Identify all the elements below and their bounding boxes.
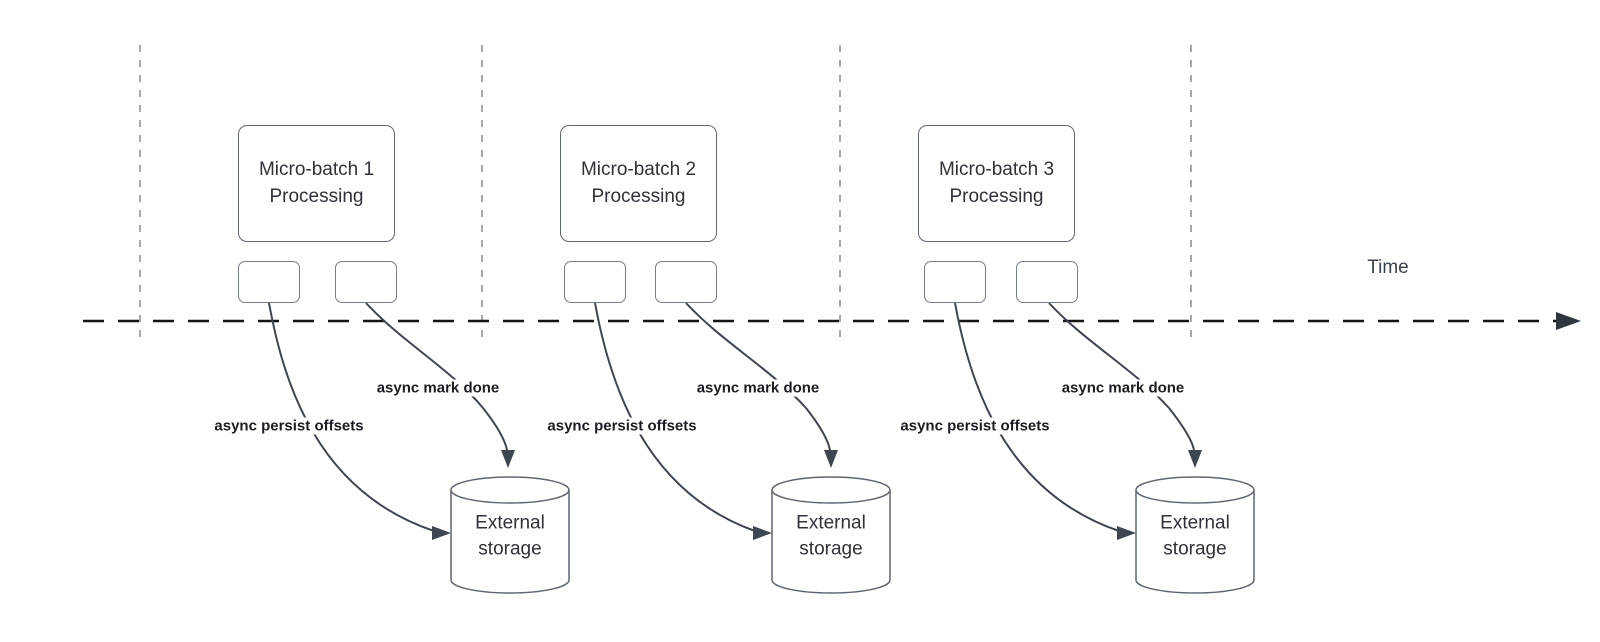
persist-offsets-label-2: async persist offsets bbox=[544, 417, 700, 435]
micro-batch-2-box: Micro-batch 2 Processing bbox=[560, 125, 717, 242]
persist-offsets-label-3: async persist offsets bbox=[897, 417, 1053, 435]
mark-done-arrow-2 bbox=[685, 302, 831, 451]
micro-batch-2-done-task-box bbox=[655, 261, 717, 303]
storage-cylinder-2 bbox=[771, 476, 891, 594]
micro-batch-1-done-task-box bbox=[335, 261, 397, 303]
mark-done-label-2: async mark done bbox=[693, 379, 823, 397]
storage-cylinder-2-top bbox=[771, 476, 891, 504]
mark-done-arrowhead-3 bbox=[1188, 450, 1202, 468]
persist-offsets-label-1: async persist offsets bbox=[211, 417, 367, 435]
mark-done-arrowhead-2 bbox=[824, 450, 838, 468]
micro-batch-3-offset-task-box bbox=[924, 261, 986, 303]
storage-cylinder-3-top bbox=[1135, 476, 1255, 504]
mark-done-arrow-3 bbox=[1048, 302, 1195, 451]
storage-cylinder-3 bbox=[1135, 476, 1255, 594]
micro-batch-1-box: Micro-batch 1 Processing bbox=[238, 125, 395, 242]
micro-batch-2-offset-task-box bbox=[564, 261, 626, 303]
storage-cylinder-3-body bbox=[1135, 490, 1255, 594]
storage-cylinder-1 bbox=[450, 476, 570, 594]
micro-batch-3-box: Micro-batch 3 Processing bbox=[918, 125, 1075, 242]
timeline-arrowhead-icon bbox=[1556, 312, 1581, 330]
mark-done-label-1: async mark done bbox=[373, 379, 503, 397]
mark-done-label-3: async mark done bbox=[1058, 379, 1188, 397]
storage-cylinder-1-top bbox=[450, 476, 570, 504]
micro-batch-1-offset-task-box bbox=[238, 261, 300, 303]
external-storage-label-1: External storage bbox=[475, 512, 545, 559]
mark-done-arrow-1 bbox=[365, 302, 508, 451]
external-storage-label-2: External storage bbox=[796, 512, 866, 559]
time-axis-label: Time bbox=[1367, 257, 1409, 278]
persist-offsets-arrowhead-2 bbox=[753, 526, 772, 540]
mark-done-arrowhead-1 bbox=[501, 450, 515, 468]
storage-cylinder-2-body bbox=[771, 490, 891, 594]
persist-offsets-arrowhead-1 bbox=[432, 526, 451, 540]
external-storage-label-3: External storage bbox=[1160, 512, 1230, 559]
persist-offsets-arrowhead-3 bbox=[1117, 526, 1136, 540]
micro-batch-3-done-task-box bbox=[1016, 261, 1078, 303]
storage-cylinder-1-body bbox=[450, 490, 570, 594]
